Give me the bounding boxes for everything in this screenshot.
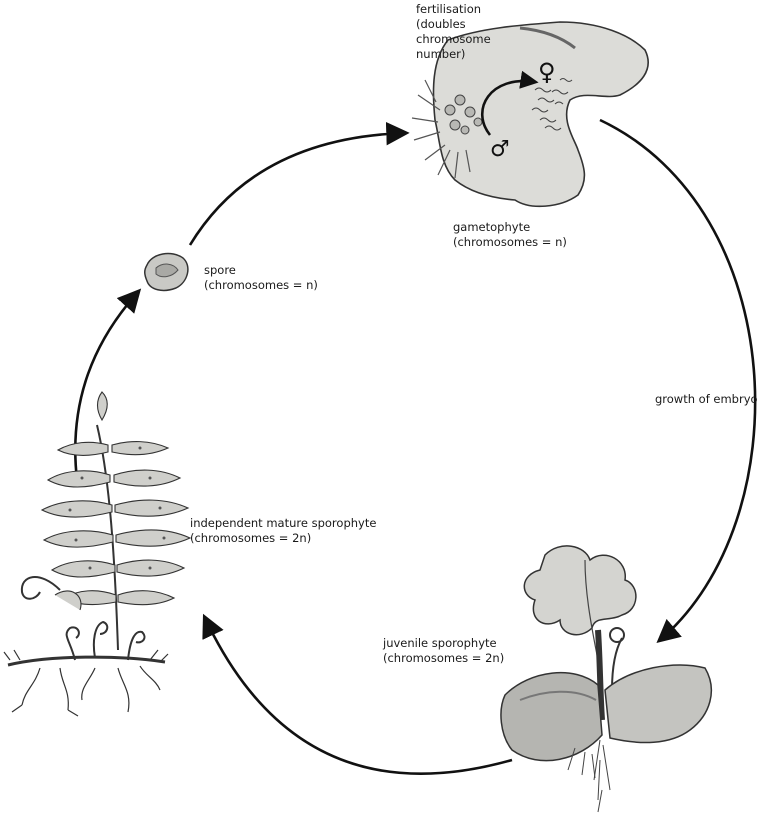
arrow-gametophyte-to-juvenile [600,120,755,640]
juvenile-sporophyte-label: juvenile sporophyte (chromosomes = 2n) [383,636,504,666]
mature-sporophyte-label: independent mature sporophyte (chromosom… [190,516,376,546]
arrow-spore-to-gametophyte [190,133,405,245]
mature-fern-illustration [4,392,190,716]
juvenile-sporophyte-illustration [501,546,711,812]
growth-of-embryo-label: growth of embryo [655,392,758,407]
spore-illustration [145,254,188,291]
fertilisation-label: fertilisation (doubles chromosome number… [416,2,491,62]
female-symbol: ♀ [538,58,556,86]
spore-label: spore (chromosomes = n) [204,263,318,293]
gametophyte-label: gametophyte (chromosomes = n) [453,220,567,250]
male-symbol: ♂ [490,137,510,162]
